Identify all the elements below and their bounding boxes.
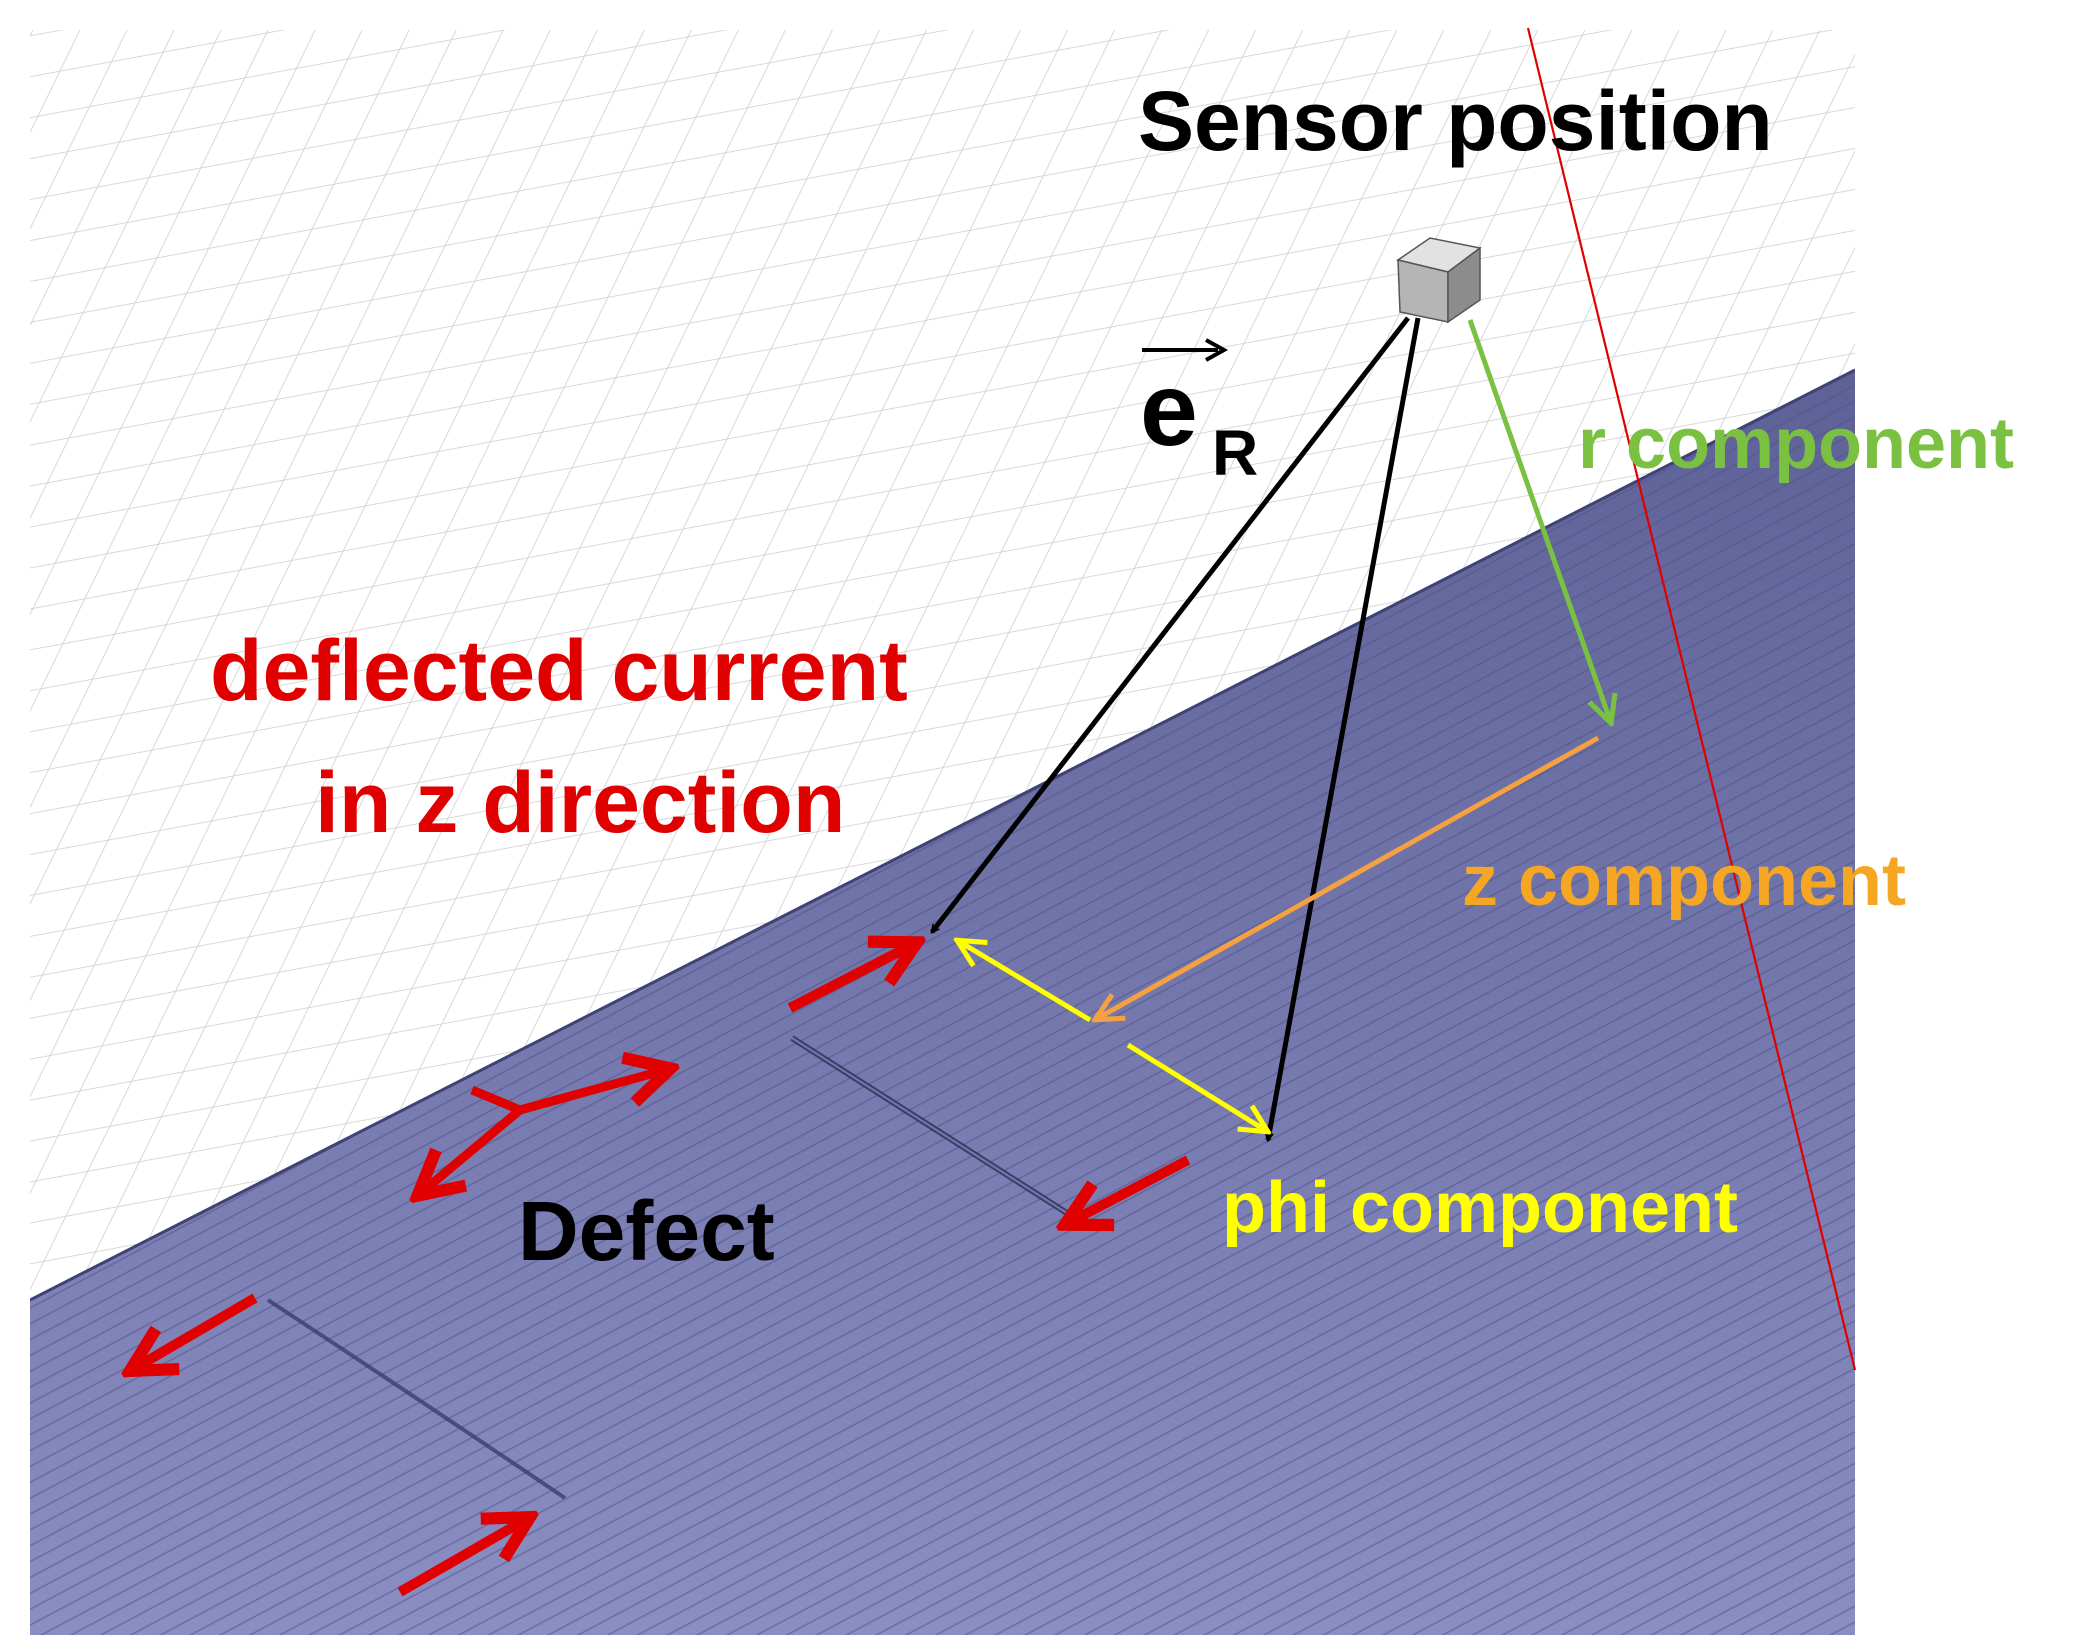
r-component-arrow [1467,319,1610,720]
defect-label: Defect [518,1184,775,1278]
unit-vector-arrows [930,316,1421,1140]
unit-vector-subscript: R [1212,417,1258,489]
red-guide-line [1526,27,1857,1371]
deflected-current-line2: in z direction [315,755,845,851]
unit-vector-letter: e [1140,352,1198,468]
deflected-current-line1: deflected current [210,623,908,719]
phi-component-label: phi component [1222,1168,1738,1248]
phi-component-arrows [960,942,1265,1130]
unit-vector-overarrow-head [1205,338,1229,362]
defect-slots [266,1035,1072,1500]
z-component-arrow [1098,735,1600,1018]
r-component-label: r component [1578,404,2014,484]
sensor-cube-icon [1396,237,1482,324]
sensor-position-label: Sensor position [1138,74,1773,168]
current-arrows [135,945,1191,1597]
conductor-surface [30,368,1855,1635]
unit-vector-label: e R [1140,338,1258,489]
z-component-label: z component [1462,841,1906,921]
